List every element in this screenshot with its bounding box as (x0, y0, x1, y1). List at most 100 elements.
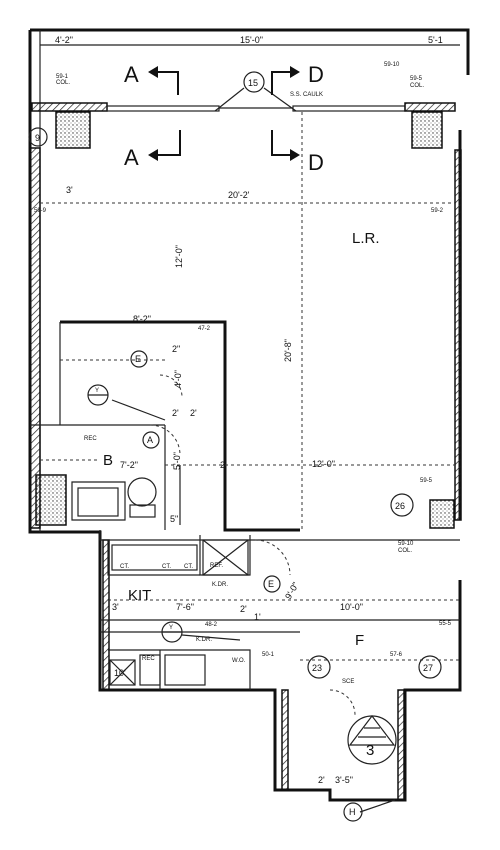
svg-text:3'-5": 3'-5" (335, 775, 353, 785)
svg-text:12'-0": 12'-0" (174, 245, 184, 268)
svg-text:48-2: 48-2 (205, 622, 218, 628)
svg-text:COL.: COL. (410, 83, 424, 89)
leaders (111, 87, 396, 813)
section-marker-a-top: A (124, 62, 179, 95)
kitchen-fixtures (109, 539, 249, 686)
circle-tag-23: 23 (307, 655, 331, 679)
svg-text:2": 2" (172, 344, 180, 354)
svg-text:20'-8": 20'-8" (283, 339, 293, 362)
svg-text:20'-2': 20'-2' (228, 190, 250, 200)
column-top-left (55, 111, 91, 149)
svg-text:3': 3' (112, 602, 119, 612)
column-top-right (411, 111, 443, 149)
svg-text:2': 2' (318, 775, 325, 785)
section-marker-d-bottom: D (271, 130, 324, 175)
room-label-kitchen: KIT (128, 587, 151, 604)
svg-text:2': 2' (240, 604, 247, 614)
svg-text:CT.: CT. (184, 564, 193, 570)
notes: S.S. CAULK COL. COL. COL. REC CT. CT. CT… (56, 80, 424, 685)
svg-text:E: E (135, 354, 141, 364)
svg-text:K.DR.: K.DR. (212, 582, 228, 588)
svg-text:D: D (308, 150, 324, 175)
svg-text:3: 3 (366, 742, 374, 759)
svg-text:7'-2": 7'-2" (120, 460, 138, 470)
svg-text:50-1: 50-1 (262, 652, 275, 658)
svg-text:23: 23 (312, 663, 322, 673)
circle-tag-26: 26 (390, 493, 414, 517)
window-wall (31, 102, 456, 112)
svg-text:15: 15 (248, 78, 258, 88)
svg-text:10': 10' (114, 668, 126, 678)
svg-text:A: A (124, 62, 139, 87)
svg-text:REC: REC (84, 436, 97, 442)
svg-text:27: 27 (423, 663, 433, 673)
svg-text:47-2: 47-2 (198, 326, 211, 332)
svg-text:26: 26 (395, 501, 405, 511)
svg-text:E: E (268, 579, 274, 589)
svg-text:CT.: CT. (120, 564, 129, 570)
svg-text:12'-0": 12'-0" (312, 459, 335, 469)
bath-fixtures (77, 465, 181, 525)
svg-text:1': 1' (254, 612, 261, 622)
stair-symbol (347, 715, 397, 765)
svg-text:8'-2": 8'-2" (133, 314, 151, 324)
dimension-labels: 4'-2" 15'-0" 5'-1 3' 20'-2' 12'-0" 20'-8… (55, 35, 443, 785)
svg-text:2': 2' (172, 408, 179, 418)
circle-tag-a: A (142, 431, 160, 449)
svg-text:57-6: 57-6 (390, 652, 403, 658)
circle-tag-e2: E (263, 575, 281, 593)
svg-text:59-9: 59-9 (34, 208, 47, 214)
svg-text:5'-1: 5'-1 (428, 35, 443, 45)
svg-text:A: A (147, 435, 153, 445)
svg-text:9'-0": 9'-0" (283, 580, 301, 601)
svg-text:3': 3' (66, 185, 73, 195)
circle-tag-27: 27 (418, 655, 442, 679)
outer-walls (28, 28, 470, 802)
columns (35, 111, 455, 529)
svg-text:CT.: CT. (162, 564, 171, 570)
circle-tag-15: 15 (243, 71, 265, 93)
svg-text:S.S. CAULK: S.S. CAULK (290, 92, 323, 98)
svg-text:COL.: COL. (398, 548, 412, 554)
svg-text:59-1: 59-1 (56, 74, 69, 80)
lower-right-hatch (397, 689, 405, 801)
circle-tag-big: 3 (366, 742, 374, 759)
svg-text:Y: Y (95, 388, 99, 394)
svg-text:59-10: 59-10 (398, 541, 414, 547)
svg-text:A: A (124, 145, 139, 170)
svg-text:Y: Y (169, 625, 173, 631)
svg-text:K.DR.: K.DR. (196, 637, 212, 643)
left-wall-hatch (29, 147, 41, 529)
svg-text:15'-0": 15'-0" (240, 35, 263, 45)
svg-text:4'-2": 4'-2" (55, 35, 73, 45)
svg-text:59-5: 59-5 (410, 76, 423, 82)
circle-tag-y1: Y (87, 384, 109, 406)
circle-tag-e1: E (130, 350, 148, 368)
right-wall-hatch (454, 149, 462, 521)
svg-text:5'-0": 5'-0" (172, 452, 182, 470)
svg-text:59-5: 59-5 (420, 478, 433, 484)
circle-tag-9: 9 (28, 127, 48, 147)
column-right (429, 499, 455, 529)
section-marker-a-bottom: A (124, 130, 181, 170)
svg-text:4'-0": 4'-0" (173, 370, 183, 388)
svg-text:7'-6": 7'-6" (176, 602, 194, 612)
room-label-bedroom: B (103, 452, 113, 469)
room-label-foyer: F (355, 632, 364, 649)
circle-tag-h: H (343, 802, 363, 822)
svg-text:59-2: 59-2 (431, 208, 444, 214)
svg-text:5": 5" (170, 514, 178, 524)
svg-text:REC: REC (142, 656, 155, 662)
column-left (35, 474, 67, 526)
svg-text:COL.: COL. (56, 80, 70, 86)
svg-text:55-5: 55-5 (439, 621, 452, 627)
dashed-lines (40, 112, 460, 716)
svg-text:59-10: 59-10 (384, 62, 400, 68)
room-label-living: L.R. (352, 230, 380, 247)
reference-codes: 59-1 59-10 59-5 59-9 59-2 47-2 59-5 59-1… (34, 62, 452, 658)
svg-text:2': 2' (190, 408, 197, 418)
svg-text:10'-0": 10'-0" (340, 602, 363, 612)
svg-text:9: 9 (35, 133, 40, 143)
svg-text:W.O.: W.O. (232, 658, 246, 664)
